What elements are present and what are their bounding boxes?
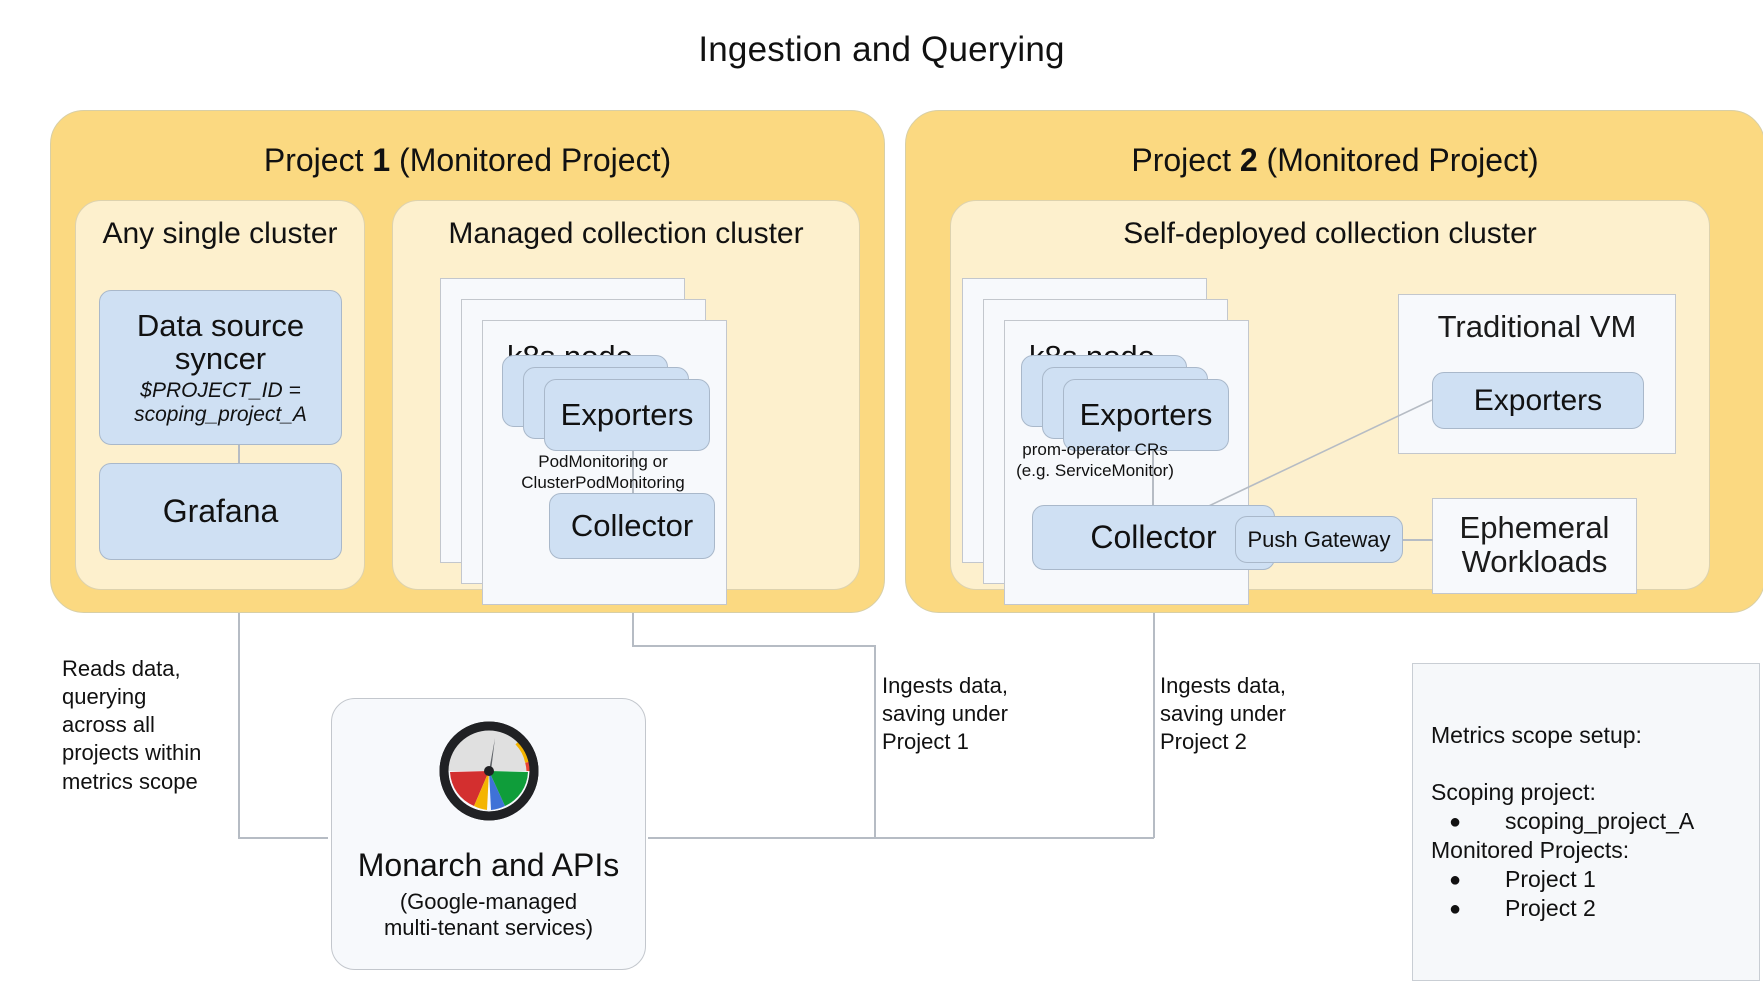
component-collector-p1[interactable]: Collector <box>549 493 715 559</box>
connector-collector2-horizontal <box>874 837 1154 839</box>
connector-collector2-vertical <box>1153 600 1155 838</box>
monarch-logo-icon <box>439 721 539 821</box>
edge-note-podmonitoring: PodMonitoring or ClusterPodMonitoring <box>521 452 685 492</box>
data-source-syncer-sublabel: $PROJECT_ID = scoping_project_A <box>134 379 307 426</box>
component-data-source-syncer[interactable]: Data source syncer $PROJECT_ID = scoping… <box>99 290 342 445</box>
legend-bullet-icon: ● <box>1449 811 1462 833</box>
legend-scoping-item-0: scoping_project_A <box>1505 808 1695 834</box>
monarch-and-apis-card[interactable]: Monarch and APIs (Google-managed multi-t… <box>331 698 646 970</box>
metrics-scope-legend: Metrics scope setup: Scoping project: ● … <box>1412 663 1760 981</box>
edge-label-ingest-project-1: Ingests data, saving under Project 1 <box>882 673 1008 755</box>
connector-exporters-collector-p1 <box>632 451 634 493</box>
data-source-syncer-label: Data source syncer <box>136 307 305 376</box>
connector-collector1-horizontal <box>632 645 875 647</box>
legend-monitored-item-1: Project 2 <box>1505 895 1596 921</box>
monarch-title: Monarch and APIs <box>357 847 620 883</box>
legend-heading: Metrics scope setup: <box>1431 722 1642 748</box>
legend-bullet-icon: ● <box>1449 869 1462 891</box>
connector-exporters-collector-p2 <box>1152 451 1154 505</box>
connector-collector1-down <box>874 645 876 838</box>
connector-syncer-to-grafana <box>238 445 240 463</box>
page-title: Ingestion and Querying <box>698 30 1065 69</box>
component-collector-p2[interactable]: Collector <box>1032 505 1275 570</box>
connector-collector1-to-monarch <box>648 837 876 839</box>
box-ephemeral-workloads: Ephemeral Workloads <box>1432 498 1637 594</box>
connector-grafana-horizontal <box>238 837 328 839</box>
component-push-gateway[interactable]: Push Gateway <box>1235 516 1403 563</box>
collector-p1-label: Collector <box>570 508 694 543</box>
edge-label-reads-data: Reads data, querying across all projects… <box>62 656 202 794</box>
cluster-self-deployed-title: Self-deployed collection cluster <box>1123 217 1537 250</box>
edge-label-ingest-project-2: Ingests data, saving under Project 2 <box>1160 673 1286 755</box>
legend-bullet-icon: ● <box>1449 898 1462 920</box>
legend-monitored-item-row-0: ● Project 1 <box>1449 868 1596 893</box>
ephemeral-workloads-title: Ephemeral Workloads <box>1459 510 1610 580</box>
component-exporters-p2[interactable]: Exporters <box>1063 379 1229 451</box>
legend-scoping-item: ● scoping_project_A <box>1449 810 1694 835</box>
cluster-managed-collection-title: Managed collection cluster <box>448 217 804 250</box>
project-1-title-number: 1 <box>372 142 391 178</box>
push-gateway-label: Push Gateway <box>1247 526 1391 552</box>
component-grafana[interactable]: Grafana <box>99 463 342 560</box>
grafana-label: Grafana <box>162 493 279 529</box>
project-2-title-prefix: Project <box>1131 142 1240 178</box>
connector-pushgateway-ephemeral <box>1403 539 1433 541</box>
traditional-vm-title: Traditional VM <box>1437 309 1637 344</box>
collector-p2-label: Collector <box>1090 519 1217 555</box>
connector-grafana-vertical <box>238 560 240 837</box>
project-1-title: Project 1 (Monitored Project) <box>51 142 884 179</box>
monarch-subtitle: (Google-managed multi-tenant services) <box>383 889 594 941</box>
cluster-any-single-cluster-title: Any single cluster <box>102 217 338 250</box>
project-2-title-suffix: (Monitored Project) <box>1257 142 1539 178</box>
exporters-p2-label: Exporters <box>1079 397 1213 432</box>
legend-monitored-item-row-1: ● Project 2 <box>1449 897 1596 922</box>
edge-note-prom-operator: prom-operator CRs (e.g. ServiceMonitor) <box>1016 440 1174 480</box>
exporters-p1-label: Exporters <box>560 397 694 432</box>
project-2-title: Project 2 (Monitored Project) <box>906 142 1763 179</box>
project-1-title-prefix: Project <box>263 142 373 178</box>
project-1-title-suffix: (Monitored Project) <box>390 142 672 178</box>
component-exporters-vm[interactable]: Exporters <box>1432 372 1644 429</box>
connector-collector1-vertical <box>632 588 634 645</box>
legend-monitored-item-0: Project 1 <box>1505 866 1596 892</box>
legend-monitored-label: Monitored Projects: <box>1431 837 1630 863</box>
component-exporters-p1[interactable]: Exporters <box>544 379 710 451</box>
legend-scoping-label: Scoping project: <box>1431 779 1596 805</box>
project-2-title-number: 2 <box>1239 142 1258 178</box>
exporters-vm-label: Exporters <box>1473 383 1603 417</box>
